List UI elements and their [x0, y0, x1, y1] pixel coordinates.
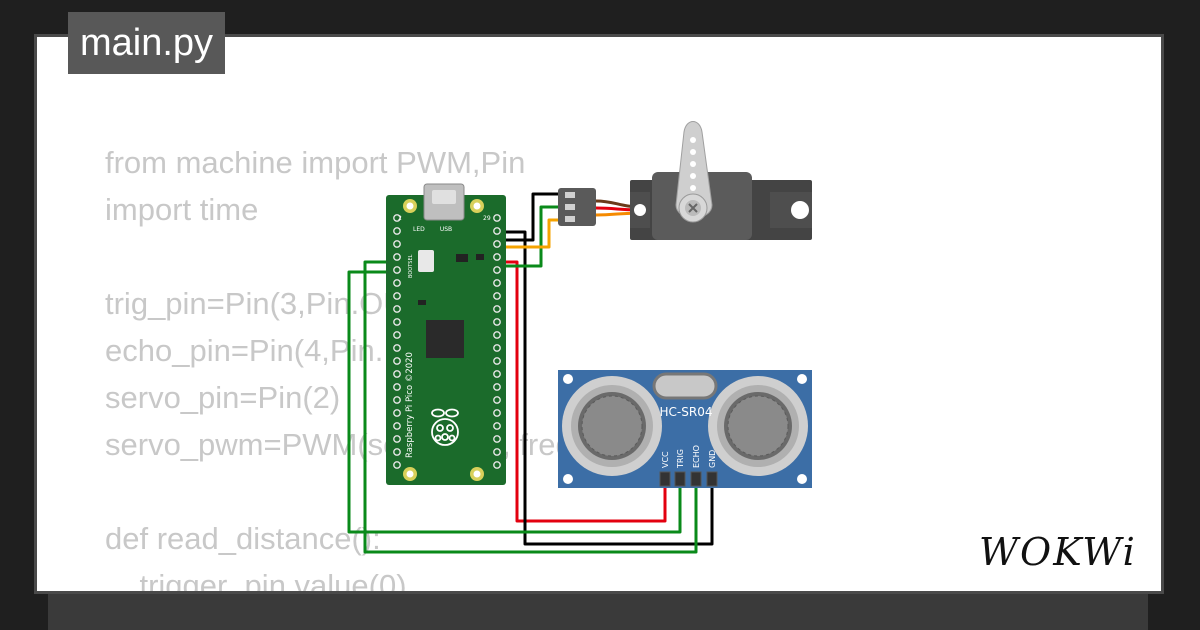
servo-connector [558, 188, 596, 226]
bootsel-label: BOOTSEL [408, 254, 414, 278]
servo-motor [558, 121, 812, 240]
code-line: import time [105, 192, 259, 227]
crystal [652, 372, 718, 400]
sensor-pin-label: GND [708, 450, 717, 468]
header-pin [493, 422, 501, 430]
header-pin [393, 253, 401, 261]
led-label: LED [413, 226, 425, 233]
preview-card: from machine import PWM,Pin import time t… [34, 34, 1164, 594]
code-line: from machine import PWM,Pin [105, 145, 526, 180]
wokwi-logo: WOKWi [979, 530, 1137, 574]
header-pin [493, 331, 501, 339]
header-pin [393, 266, 401, 274]
card-shadow [48, 594, 1148, 630]
header-pin [393, 370, 401, 378]
header-pin [493, 318, 501, 326]
board-text: Raspberry Pi Pico ©2020 [405, 352, 415, 458]
header-pin [493, 305, 501, 313]
header-pin [493, 279, 501, 287]
header-pin [393, 279, 401, 287]
sensor-pin-labels: VCC TRIG ECHO GND [661, 445, 717, 469]
header-pin [393, 357, 401, 365]
header-pin [393, 383, 401, 391]
header-pin [493, 253, 501, 261]
wire-green-echo [363, 260, 698, 554]
header-pin [393, 292, 401, 300]
header-pin [493, 357, 501, 365]
code-line: echo_pin=Pin(4,Pin.IN) [105, 333, 425, 368]
code-line: trigger_pin.value(0) [105, 568, 407, 594]
transducer-left [562, 376, 662, 476]
header-pin [493, 396, 501, 404]
usb-label: USB [440, 226, 452, 233]
pico-board: USB LED 2 29 BOOTSEL Raspberry Pi Pico ©… [386, 183, 506, 485]
wire-black-gnd [497, 230, 714, 546]
logo-text: WOKWi [979, 530, 1137, 574]
sensor-model: HC-SR04 [660, 405, 713, 419]
header-pin [393, 344, 401, 352]
wire-black-servo [497, 192, 560, 242]
wire-red-vcc [497, 260, 667, 523]
header-pin [393, 422, 401, 430]
header-pin [393, 240, 401, 248]
sensor-pin-label: TRIG [676, 449, 685, 469]
header-pins [393, 214, 501, 469]
header-pin [393, 409, 401, 417]
header-pin [493, 461, 501, 469]
code-line: trig_pin=Pin(3,Pin.OUT) [105, 286, 435, 321]
header-pin [493, 227, 501, 235]
header-pin [393, 396, 401, 404]
wire-green-servo [497, 205, 560, 268]
header-pin [493, 409, 501, 417]
header-pin [393, 461, 401, 469]
transducer-right [708, 376, 808, 476]
raspberry-logo [431, 408, 459, 446]
header-pin [493, 448, 501, 456]
pin-left-label: 2 [398, 215, 402, 222]
header-pin [393, 305, 401, 313]
header-pin [493, 344, 501, 352]
header-pin [393, 435, 401, 443]
header-pin [493, 370, 501, 378]
sensor-pin-label: VCC [661, 451, 670, 468]
pin-right-label: 29 [483, 215, 491, 222]
sensor-pin-label: ECHO [692, 445, 701, 468]
header-pin [393, 214, 401, 222]
header-pin [493, 240, 501, 248]
header-pin [393, 227, 401, 235]
header-pin [493, 383, 501, 391]
header-pin [393, 318, 401, 326]
header-pin [493, 214, 501, 222]
header-pin [493, 292, 501, 300]
rp2040-chip [426, 320, 464, 358]
sensor-pins [659, 471, 718, 487]
ultrasonic-sensor: HC-SR04 VCC TRIG ECHO GND [558, 370, 812, 488]
code-line: servo_pin=Pin(2) [105, 380, 341, 415]
header-pin [393, 331, 401, 339]
file-tab[interactable]: main.py [68, 12, 226, 74]
header-pin [493, 266, 501, 274]
header-pin [393, 448, 401, 456]
header-pin [493, 435, 501, 443]
bootsel-button [418, 250, 434, 272]
code-line: def read_distance(): [105, 521, 381, 556]
